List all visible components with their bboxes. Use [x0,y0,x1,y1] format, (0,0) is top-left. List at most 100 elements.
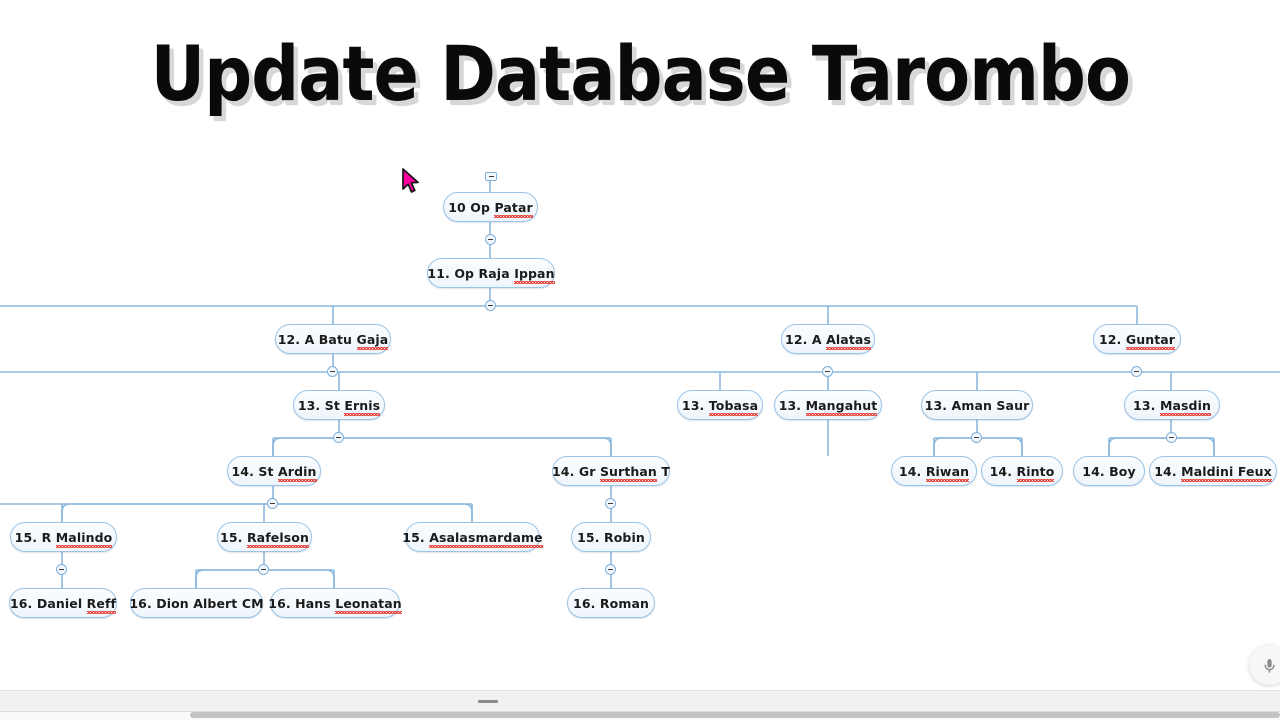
minus-circle-icon[interactable] [605,564,616,575]
tree-node[interactable]: 14. Gr Surthan T [552,456,670,486]
minus-glyph [488,175,494,178]
spellcheck-underlined-word: Alatas [826,331,871,350]
tree-node[interactable]: 13. Mangahut [774,390,882,420]
minus-circle-icon[interactable] [333,432,344,443]
tree-node[interactable]: 13. Tobasa [677,390,763,420]
minus-circle-icon[interactable] [327,366,338,377]
tree-node-label: 14. Rinto [989,463,1055,482]
microphone-fab-button[interactable] [1249,645,1280,685]
minus-circle-icon[interactable] [822,366,833,377]
minus-circle-icon[interactable] [1166,432,1177,443]
minus-glyph [608,568,613,571]
tree-node-label: 16. Dion Albert CM [129,595,264,611]
minus-glyph [59,568,64,571]
spellcheck-underlined-word: Riwan [925,463,970,482]
tree-connector-elbow [1108,437,1215,456]
spellcheck-underlined-word: Maldini Feux [1181,463,1272,482]
tree-node-label: 14. Boy [1082,463,1136,479]
minus-circle-icon[interactable] [485,300,496,311]
tree-node[interactable]: 12. Guntar [1093,324,1181,354]
tree-node[interactable]: 13. Masdin [1124,390,1220,420]
spellcheck-underlined-word: Mangahut [805,397,878,416]
spellcheck-underlined-word: Gaja [356,331,389,350]
tree-node[interactable]: 15. Robin [571,522,651,552]
minus-glyph [825,370,830,373]
tree-node[interactable]: 11. Op Raja Ippan [427,258,555,288]
tree-node-label: 15. Rafelson [220,529,309,548]
tree-node[interactable]: 13. Aman Saur [921,390,1033,420]
tree-node[interactable]: 16. Daniel Reff [9,588,117,618]
tree-node[interactable]: 12. A Batu Gaja [275,324,391,354]
tree-connector-elbow [272,437,612,456]
tree-node-label: 14. Gr Surthan T [551,463,671,482]
spellcheck-underlined-word: Reff [86,595,117,614]
tree-node[interactable]: 13. St Ernis [293,390,385,420]
tree-node-label: 11. Op Raja Ippan [427,265,555,284]
tree-node-label: 12. A Alatas [785,331,871,350]
spellcheck-underlined-word: Malindo [55,529,113,548]
tree-node-label: 14. Maldini Feux [1154,463,1272,482]
tree-node[interactable]: 14. Riwan [891,456,977,486]
spellcheck-underlined-word: Tobasa [708,397,759,416]
spellcheck-underlined-word: Guntar [1125,331,1176,350]
spellcheck-underlined-word: Asalasmardame [429,529,543,548]
spellcheck-underlined-word: Ernis [344,397,381,416]
tree-node-label: 15. R Malindo [14,529,113,548]
tree-connector-layer [0,172,1280,588]
tree-node[interactable]: 14. Boy [1073,456,1145,486]
microphone-icon [1264,658,1274,673]
tree-node[interactable]: 14. Maldini Feux [1149,456,1277,486]
spellcheck-underlined-word: Ippan [514,265,555,284]
tree-node[interactable]: 16. Hans Leonatan [268,588,403,618]
resize-grip-icon[interactable] [478,700,498,703]
tree-node-label: 15. Asalasmardame [402,529,543,548]
tree-node-label: 12. Guntar [1098,331,1176,350]
minus-glyph [336,436,341,439]
minus-circle-icon[interactable] [1131,366,1142,377]
tree-node-label: 16. Daniel Reff [9,595,117,614]
spellcheck-underlined-word: Ardin [278,463,318,482]
minus-glyph [1169,436,1174,439]
minus-circle-icon[interactable] [971,432,982,443]
tree-node[interactable]: 10 Op Patar [443,192,538,222]
tree-node-label: 13. St Ernis [297,397,381,416]
collapse-stub-icon[interactable] [485,172,497,181]
tree-node-label: 12. A Batu Gaja [277,331,389,350]
tree-node[interactable]: 14. Rinto [981,456,1063,486]
tree-node-label: 13. Tobasa [681,397,759,416]
tarombo-tree-diagram[interactable]: 10 Op Patar 11. Op Raja Ippan 12. A Batu G… [0,0,1280,690]
minus-circle-icon[interactable] [258,564,269,575]
spellcheck-underlined-word: Rafelson [246,529,309,548]
tree-node[interactable]: 15. R Malindo [10,522,117,552]
spellcheck-underlined-word: Rinto [1016,463,1055,482]
horizontal-scrollbar-thumb[interactable] [190,712,1280,718]
tree-node[interactable]: 15. Asalasmardame [402,522,543,552]
spellcheck-underlined-word: Patar [494,199,534,218]
tree-node-label: 16. Roman [573,595,649,611]
spellcheck-underlined-word: Leonatan [335,595,403,614]
minus-glyph [330,370,335,373]
minus-glyph [608,502,613,505]
minus-circle-icon[interactable] [56,564,67,575]
tree-node-label: 13. Mangahut [778,397,878,416]
tree-node[interactable]: 12. A Alatas [781,324,875,354]
tree-node[interactable]: 16. Roman [567,588,655,618]
minus-glyph [1134,370,1139,373]
tree-node-label: 10 Op Patar [448,199,534,218]
window-bottom-bar [0,690,1280,712]
minus-circle-icon[interactable] [267,498,278,509]
tree-node-label: 14. St Ardin [231,463,318,482]
minus-glyph [270,502,275,505]
tree-node-label: 16. Hans Leonatan [268,595,403,614]
tree-node-label: 13. Masdin [1133,397,1212,416]
spellcheck-underlined-word: Surthan [599,463,657,482]
tree-node[interactable]: 16. Dion Albert CM [129,588,264,618]
tree-node[interactable]: 15. Rafelson [217,522,312,552]
minus-circle-icon[interactable] [605,498,616,509]
tree-node-label: 13. Aman Saur [924,397,1030,413]
minus-glyph [488,238,493,241]
tree-node-label: 14. Riwan [898,463,970,482]
minus-circle-icon[interactable] [485,234,496,245]
tree-node[interactable]: 14. St Ardin [227,456,321,486]
